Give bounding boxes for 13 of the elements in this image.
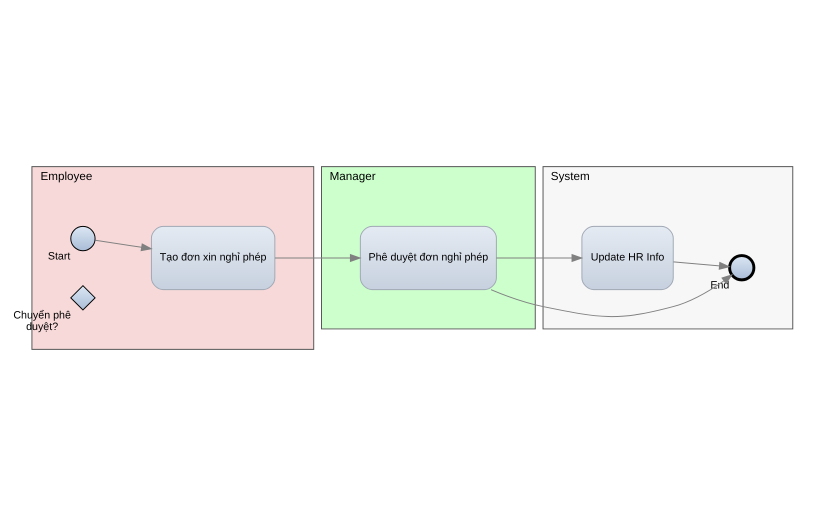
node-circle [728,254,756,281]
arrow [673,260,731,270]
arrow [496,253,584,262]
node-circle [70,225,96,251]
arrow [490,274,734,317]
arrow [94,239,153,251]
node-box: Tạo đơn xin nghỉ phép [150,225,276,290]
node-label: End [710,278,730,291]
node-box: Phê duyệt đơn nghỉ phép [360,225,497,290]
arrow [274,253,362,262]
node-diamond [70,284,96,310]
node-box: Update HR Info [581,225,674,290]
node-label: Start [48,250,70,262]
